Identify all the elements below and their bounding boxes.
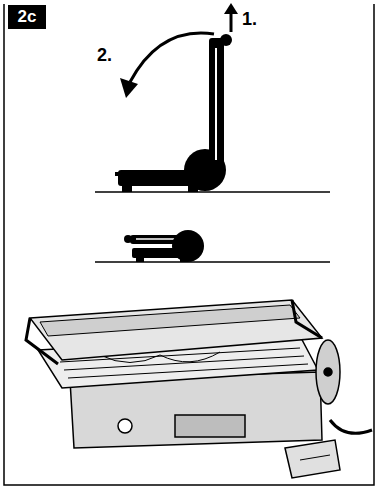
fold-arrow	[120, 33, 214, 98]
figure-number-box: 2c	[8, 5, 46, 29]
grill-side-closed	[124, 230, 204, 262]
lift-arrow	[224, 3, 238, 32]
grill-perspective	[26, 300, 372, 478]
figure-number: 2c	[18, 7, 37, 27]
grill-side-open	[115, 34, 232, 192]
ground-line	[95, 261, 330, 263]
frame	[4, 4, 374, 485]
callout-number: 2.	[97, 45, 112, 66]
callout-number: 1.	[242, 9, 257, 30]
